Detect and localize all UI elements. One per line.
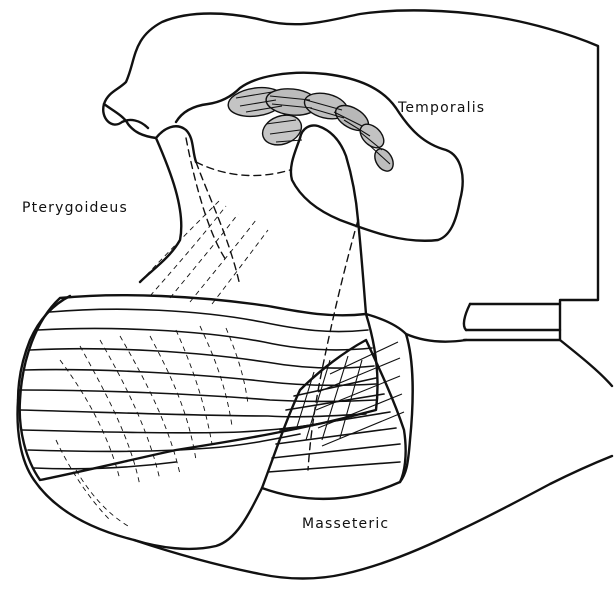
masseteric-label: Masseteric — [302, 516, 389, 532]
mandible-lower-border — [134, 488, 262, 549]
pterygoid-muscle-dashed — [56, 200, 268, 526]
coronoid-process — [300, 126, 358, 221]
temporalis-label: Temporalis — [398, 100, 485, 116]
temporalis-muscle — [226, 84, 397, 174]
mandible-body-outline — [18, 400, 612, 579]
tooth-row — [464, 304, 560, 340]
mandible-rear-line — [406, 334, 466, 342]
pterygoideus-label: Pterygoideus — [22, 200, 128, 216]
